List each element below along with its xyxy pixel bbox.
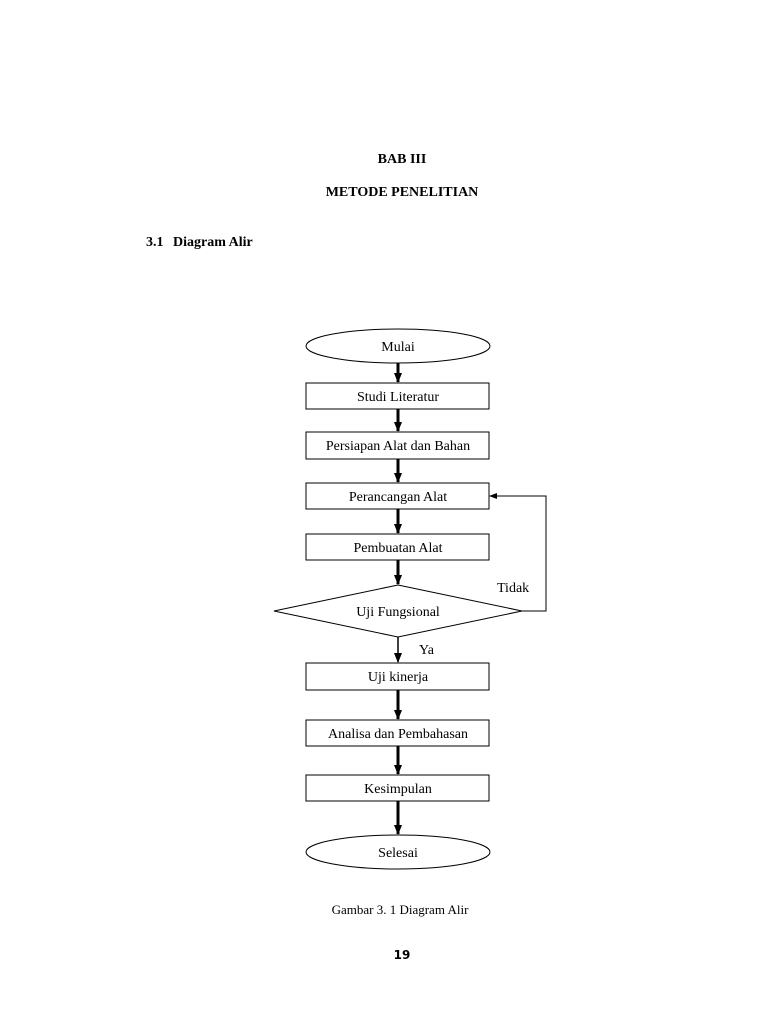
end-label: Selesai xyxy=(378,846,418,861)
process-studi-literatur xyxy=(305,382,490,410)
process-pembuatan xyxy=(305,533,490,561)
process-persiapan xyxy=(305,431,490,460)
start-terminator xyxy=(305,328,491,364)
uji-kinerja-label: Uji kinerja xyxy=(368,670,429,685)
kesimpulan-label: Kesimpulan xyxy=(364,782,432,797)
analisa-label: Analisa dan Pembahasan xyxy=(328,727,468,742)
decision-label: Uji Fungsional xyxy=(356,605,440,620)
studi-literatur-label: Studi Literatur xyxy=(357,390,439,405)
start-label: Mulai xyxy=(381,340,415,355)
page-number: 19 xyxy=(393,948,411,962)
chapter-heading: BAB III xyxy=(377,152,427,167)
process-kesimpulan xyxy=(305,774,490,802)
yes-branch-label: Ya xyxy=(419,643,435,658)
pembuatan-label: Pembuatan Alat xyxy=(353,541,442,556)
section-heading: 3.1 Diagram Alir xyxy=(146,235,253,251)
chapter-title: METODE PENELITIAN xyxy=(325,185,479,200)
arrow-no-loop xyxy=(489,493,547,612)
perancangan-label: Perancangan Alat xyxy=(349,490,447,505)
section-title: Diagram Alir xyxy=(173,235,253,250)
figure-caption: Gambar 3. 1 Diagram Alir xyxy=(331,902,469,917)
no-branch-label: Tidak xyxy=(497,581,529,596)
process-uji-kinerja xyxy=(305,662,490,691)
persiapan-label: Persiapan Alat dan Bahan xyxy=(326,439,470,454)
process-perancangan xyxy=(305,482,490,510)
decision-uji-fungsional xyxy=(273,584,523,638)
flow-arrows xyxy=(394,363,547,835)
end-terminator xyxy=(305,834,491,870)
process-analisa xyxy=(305,719,490,747)
section-number: 3.1 xyxy=(146,235,164,250)
